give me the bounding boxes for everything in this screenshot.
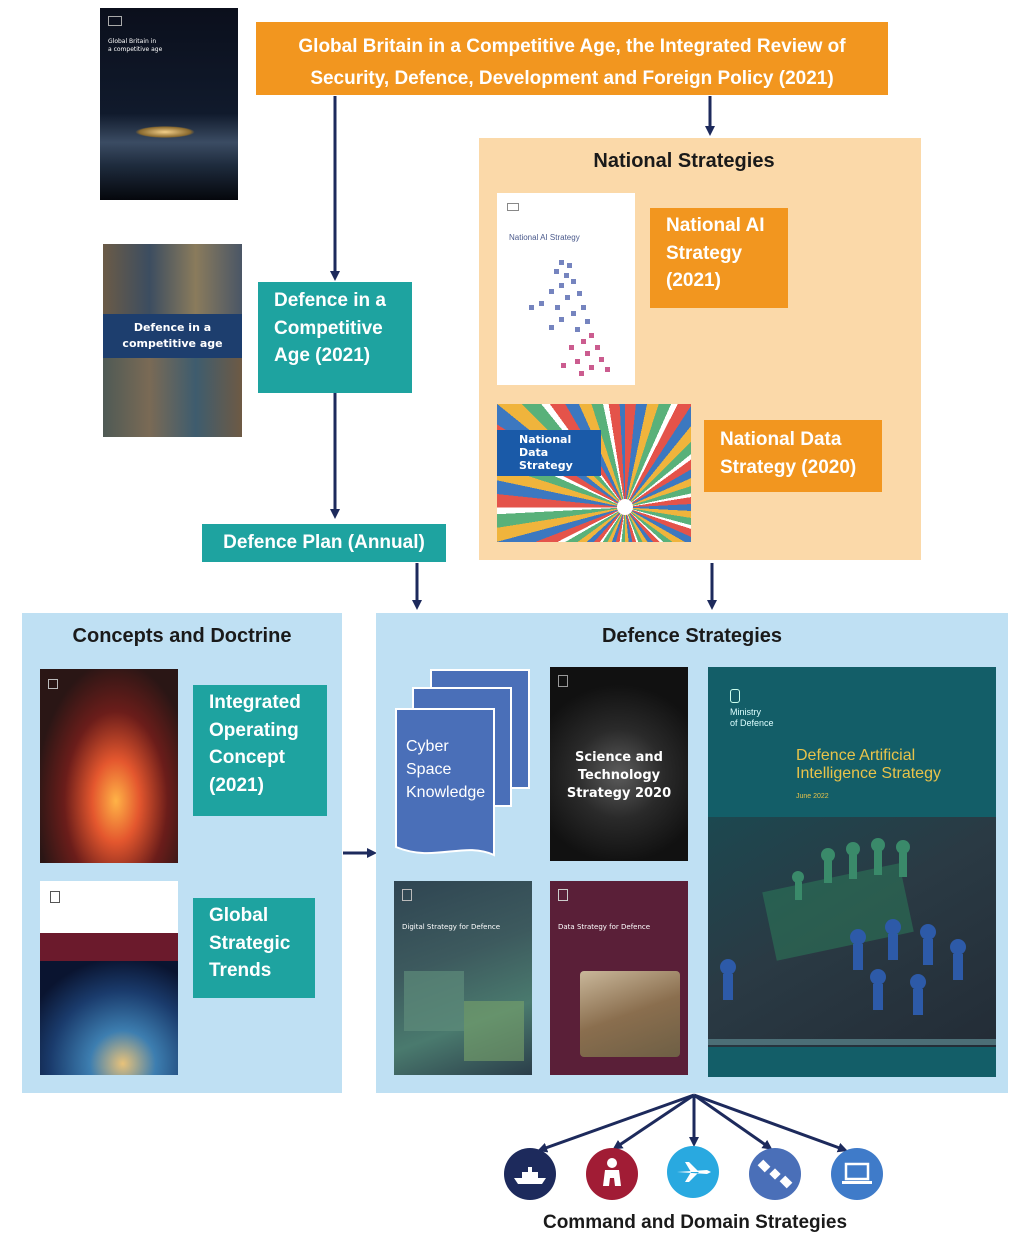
cover-title-line: competitive age: [122, 337, 223, 350]
cover-title-line: National: [519, 433, 572, 446]
integrated-review-box: Global Britain in a Competitive Age, the…: [256, 22, 888, 95]
cover-title: National AI Strategy: [509, 233, 580, 242]
defence-competitive-age-cover: Defence in a competitive age: [103, 244, 242, 437]
box-line: Strategy (2020): [720, 456, 857, 478]
concepts-doctrine-panel: Concepts and Doctrine Integrated Operati…: [22, 613, 342, 1093]
cover-title: Digital Strategy for Defence: [402, 923, 501, 931]
ai-date: June 2022: [796, 793, 829, 800]
box-line: Strategic: [209, 932, 291, 954]
crest-icon: [48, 679, 58, 689]
cover-title-line: Data: [519, 446, 549, 459]
box-line: Age (2021): [274, 345, 371, 367]
global-strategic-trends-box: Global Strategic Trends: [193, 898, 315, 998]
cover-title-line: Strategy: [519, 459, 573, 472]
national-data-strategy-box: National Data Strategy (2020): [704, 420, 882, 492]
integrated-operating-concept-box: Integrated Operating Concept (2021): [193, 685, 327, 816]
crest-icon: [558, 675, 568, 687]
integrated-review-cover: Global Britain in a competitive age: [100, 8, 238, 200]
crest-icon: [558, 889, 568, 901]
national-ai-strategy-cover: National AI Strategy: [497, 193, 635, 385]
arrow-fan-2: [612, 1093, 695, 1150]
integrated-review-line: Global Britain in a Competitive Age, the…: [298, 36, 846, 57]
cover-title-line: Global Britain in: [108, 38, 157, 45]
soldier-icon: [586, 1148, 638, 1200]
box-line: Concept: [209, 747, 285, 769]
cyber-line: Space: [406, 761, 452, 778]
box-line: Global: [209, 905, 269, 926]
crest-icon: [50, 891, 60, 903]
national-ai-strategy-box: National AI Strategy (2021): [650, 208, 788, 308]
command-domain-title: Command and Domain Strategies: [542, 1212, 848, 1233]
science-line: Strategy 2020: [566, 786, 672, 801]
data-strategy-defence-cover: Data Strategy for Defence: [550, 881, 688, 1075]
national-data-strategy-cover: National Data Strategy: [497, 404, 691, 542]
science-line: Science and: [575, 750, 663, 765]
global-strategic-trends-cover: [40, 881, 178, 1075]
defence-strategies-panel: Defence Strategies Cyber Space Knowledge…: [376, 613, 1008, 1093]
science-technology-cover: Science and Technology Strategy 2020: [550, 667, 688, 861]
crest-icon: [402, 889, 412, 901]
cyber-space-knowledge-stack: Cyber Space Knowledge: [394, 667, 534, 859]
cyber-page-shape: [395, 708, 495, 857]
box-line: Integrated: [209, 692, 301, 713]
defence-ai-strategy-cover: Ministry of Defence Defence Artificial I…: [708, 667, 996, 1077]
panel-title: Defence Strategies: [601, 625, 783, 647]
chess-pieces: [720, 838, 966, 1015]
box-line: Trends: [209, 960, 272, 982]
crest-icon: [507, 203, 519, 211]
cyber-line: Knowledge: [406, 784, 486, 801]
ministry-line: of Defence: [730, 718, 774, 728]
ai-title-line: Defence Artificial: [796, 747, 916, 764]
arrow-fan-1: [537, 1093, 695, 1153]
satellite-icon: [749, 1148, 801, 1200]
cover-title-line: Defence in a: [133, 321, 212, 334]
integrated-operating-concept-cover: [40, 669, 178, 863]
box-line: National Data: [720, 429, 842, 450]
box-line: Operating: [209, 719, 299, 741]
ship-icon: [504, 1148, 556, 1200]
box-line: Strategy: [666, 242, 743, 264]
defence-competitive-age-box: Defence in a Competitive Age (2021): [258, 282, 412, 393]
digital-strategy-cover: Digital Strategy for Defence: [394, 881, 532, 1075]
box-line: Competitive: [274, 317, 383, 339]
ai-title-line: Intelligence Strategy: [796, 765, 941, 782]
ministry-line: Ministry: [730, 707, 761, 717]
cover-title: Data Strategy for Defence: [558, 923, 651, 931]
cover-title-line: a competitive age: [108, 46, 163, 53]
integrated-review-line: Security, Defence, Development and Forei…: [310, 68, 834, 89]
box-line: (2021): [666, 270, 721, 292]
arrow-fan-4: [693, 1093, 773, 1150]
box-line: (2021): [209, 774, 264, 796]
crest-icon: [108, 16, 122, 26]
box-line: National AI: [666, 215, 765, 236]
box-line: Defence in a: [274, 290, 386, 311]
arrow-fan-5: [693, 1093, 848, 1153]
panel-title: National Strategies: [593, 150, 775, 172]
defence-plan-box: Defence Plan (Annual): [202, 524, 446, 562]
panel-title: Concepts and Doctrine: [72, 625, 292, 647]
data-hub-circle: [617, 499, 633, 515]
earth-glow: [135, 126, 195, 138]
cyber-line: Cyber: [406, 738, 449, 755]
crest-icon: [730, 689, 740, 703]
jet-icon: [667, 1146, 719, 1198]
science-line: Technology: [577, 768, 661, 783]
uk-map-mosaic: [529, 260, 610, 376]
national-strategies-panel: National Strategies National AI Strategy…: [479, 138, 921, 560]
laptop-icon: [831, 1148, 883, 1200]
